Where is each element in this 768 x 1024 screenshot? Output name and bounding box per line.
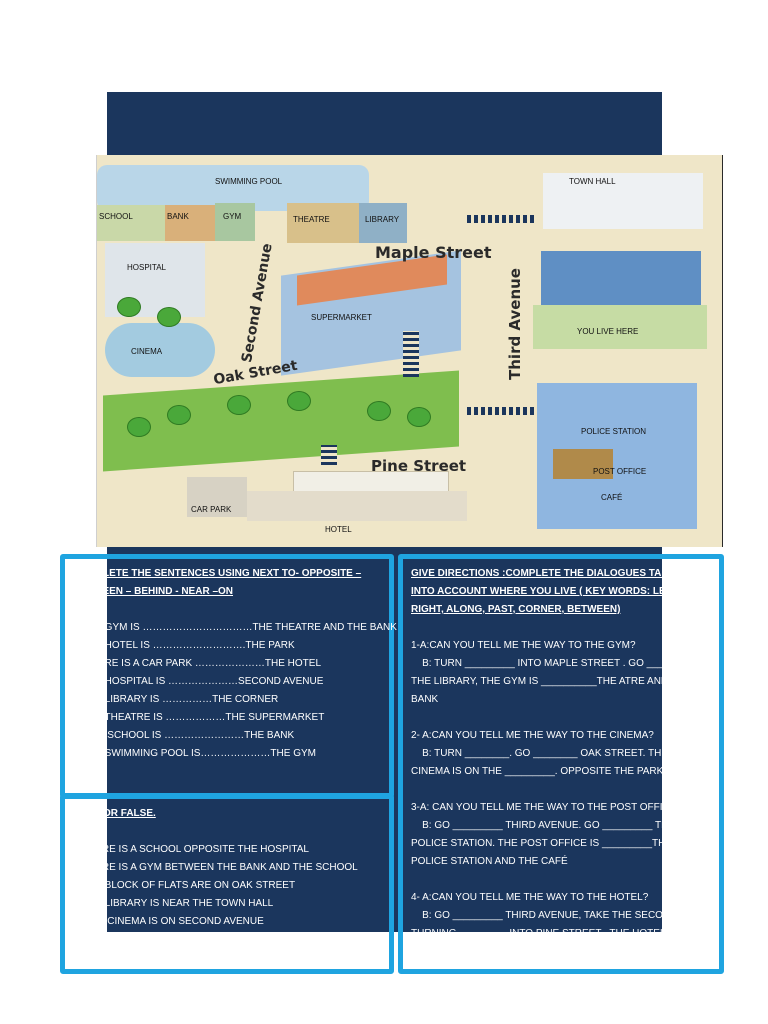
dialogue2-line: B: TURN ________. GO ________ OAK STREET… <box>411 748 668 759</box>
park-tree <box>167 405 191 425</box>
dialogue1-line: 1-A:CAN YOU TELL ME THE WAY TO THE GYM? <box>411 640 636 651</box>
third-avenue-label: Third Avenue <box>505 268 524 380</box>
label-gym: GYM <box>223 212 242 221</box>
label-cinema: CINEMA <box>131 347 163 356</box>
dialogue1-line: B: TURN _________ INTO MAPLE STREET . GO… <box>411 658 692 669</box>
exercise1-line: 7- THE SCHOOL IS ……………………THE BANK <box>73 730 295 741</box>
map-edge <box>722 155 723 547</box>
dialogue2-line: 2- A:CAN YOU TELL ME THE WAY TO THE CINE… <box>411 730 654 741</box>
label-post-office: POST OFFICE <box>593 467 647 476</box>
town-hall-block <box>543 173 703 229</box>
exercise2-line: 6-THE SWIMMING POOL IS OPPOSITE THE CAFÉ <box>73 934 307 945</box>
label-swimming-pool: SWIMMING POOL <box>215 177 283 186</box>
cinema-block <box>105 323 215 377</box>
dialogue3-line: 3-A: CAN YOU TELL ME THE WAY TO THE POST… <box>411 802 682 813</box>
pine-street-label: Pine Street <box>371 457 467 475</box>
dialogue4-line: YOUR ______ <box>411 946 477 957</box>
exercise1-line: 3- THERE IS A CAR PARK …………………THE HOTEL <box>73 658 322 669</box>
park-tree <box>227 395 251 415</box>
dialogue3-line: B: GO _________ THIRD AVENUE. GO _______… <box>411 820 676 831</box>
exercise1-line: 4-THE HOSPITAL IS …………………SECOND AVENUE <box>73 676 324 687</box>
exercise1-heading-line2: BETWEEN – BEHIND - NEAR –ON <box>73 586 234 597</box>
dialogue4-line: B: GO _________ THIRD AVENUE, TAKE THE S… <box>411 910 678 921</box>
exercise1-line: 1-THE GYM IS ……………………………THE THEATRE AND … <box>73 622 397 633</box>
crosswalk <box>467 407 537 415</box>
second-avenue-label: Second Avenue <box>239 242 276 364</box>
exercise2-heading: TRUE OR FALSE. <box>73 808 156 819</box>
dialogue1-line: THE LIBRARY, THE GYM IS __________THE AT… <box>411 676 691 687</box>
flats-block <box>541 251 701 309</box>
label-school: SCHOOL <box>99 212 133 221</box>
exercise1-heading-line1: COMPLETE THE SENTENCES USING NEXT TO- OP… <box>73 568 362 579</box>
park-tree <box>407 407 431 427</box>
exercise2-line: 1-THERE IS A SCHOOL OPPOSITE THE HOSPITA… <box>73 844 309 855</box>
label-cafe: CAFÉ <box>601 493 623 502</box>
home-lawn <box>533 305 707 349</box>
theatre-block <box>287 203 359 243</box>
exercise-complete-sentences: COMPLETE THE SENTENCES USING NEXT TO- OP… <box>60 554 397 798</box>
town-map: Maple Street Oak Street Pine Street Seco… <box>96 155 723 547</box>
label-town-hall: TOWN HALL <box>569 177 616 186</box>
exercise2-line: 5- THE CINEMA IS ON SECOND AVENUE <box>73 916 264 927</box>
hotel-base <box>247 491 467 521</box>
library-block <box>359 203 407 243</box>
maple-street-label: Maple Street <box>375 243 492 262</box>
park-tree <box>157 307 181 327</box>
park-tree <box>127 417 151 437</box>
crosswalk <box>467 215 537 223</box>
park-tree <box>117 297 141 317</box>
label-bank: BANK <box>167 212 189 221</box>
label-car-park: CAR PARK <box>191 505 232 514</box>
exercise1-line: 5-THE LIBRARY IS ……………THE CORNER <box>73 694 279 705</box>
label-library: LIBRARY <box>365 215 400 224</box>
exercise1-line: 2-THE HOTEL IS ……………………….THE PARK <box>73 640 295 651</box>
exercise3-heading-line1: GIVE DIRECTIONS :COMPLETE THE DIALOGUES … <box>411 568 687 579</box>
park-tree <box>367 401 391 421</box>
exercise1-line: 6-THE THEATRE IS ………………THE SUPERMARKET <box>73 712 325 723</box>
post-office-roof <box>553 449 613 479</box>
park-tree <box>287 391 311 411</box>
exercise2-line: 2-THERE IS A GYM BETWEEN THE BANK AND TH… <box>73 862 358 873</box>
dialogue3-line: POLICE STATION. THE POST OFFICE IS _____… <box>411 838 673 849</box>
exercise3-heading-line3: RIGHT, ALONG, PAST, CORNER, BETWEEN) <box>411 604 621 615</box>
dialogue4-line: TURNING _________INTO PINE STREET . THE … <box>411 928 696 939</box>
crosswalk <box>403 331 419 377</box>
label-supermarket: SUPERMARKET <box>311 313 372 322</box>
gym-block <box>215 203 255 241</box>
exercise-true-false: TRUE OR FALSE. 1-THERE IS A SCHOOL OPPOS… <box>60 794 394 974</box>
exercise1-line: 8-THE SWIMMING POOL IS…………………THE GYM <box>73 748 316 759</box>
exercise2-line: 3-THE BLOCK OF FLATS ARE ON OAK STREET <box>73 880 296 891</box>
label-theatre: THEATRE <box>293 215 330 224</box>
bank-block <box>165 205 215 241</box>
dialogue1-line: BANK <box>411 694 439 705</box>
label-you-live-here: YOU LIVE HERE <box>577 327 639 336</box>
crosswalk <box>321 445 337 465</box>
dialogue3-line: POLICE STATION AND THE CAFÉ <box>411 856 568 867</box>
dialogue2-line: CINEMA IS ON THE _________. OPPOSITE THE… <box>411 766 664 777</box>
car-park <box>187 477 247 517</box>
label-police-station: POLICE STATION <box>581 427 647 436</box>
exercise2-line: 4-THE LIBRARY IS NEAR THE TOWN HALL <box>73 898 274 909</box>
school-block <box>97 205 167 241</box>
label-hotel: HOTEL <box>325 525 352 534</box>
label-hospital: HOSPITAL <box>127 263 166 272</box>
exercise-give-directions: GIVE DIRECTIONS :COMPLETE THE DIALOGUES … <box>398 554 724 974</box>
exercise3-heading-line2: INTO ACCOUNT WHERE YOU LIVE ( KEY WORDS:… <box>411 586 680 597</box>
dialogue4-line: 4- A:CAN YOU TELL ME THE WAY TO THE HOTE… <box>411 892 649 903</box>
